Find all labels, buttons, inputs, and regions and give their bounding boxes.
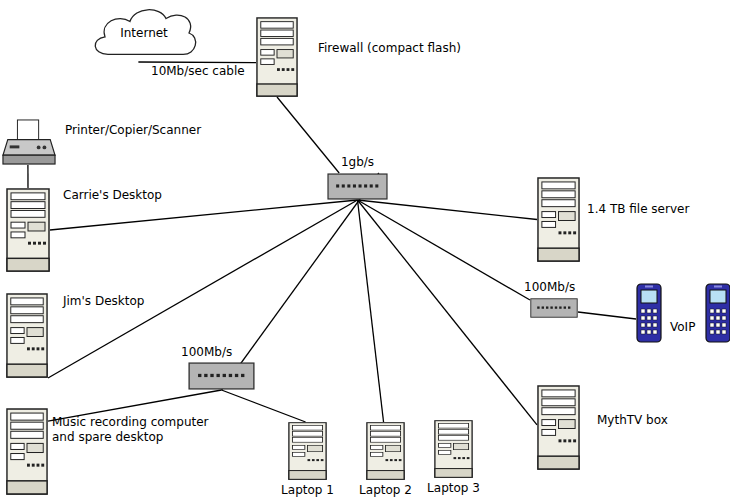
node-label: Internet bbox=[88, 26, 200, 41]
node-label: Carrie's Desktop bbox=[63, 188, 162, 203]
node-label: Laptop 2 bbox=[348, 483, 423, 498]
laptop-computer: Laptop 2 bbox=[366, 422, 405, 480]
laptop-computer: Laptop 1 bbox=[288, 422, 327, 480]
node-label: MythTV box bbox=[597, 413, 668, 428]
network-cable bbox=[50, 200, 358, 230]
network-cable bbox=[138, 61, 256, 63]
node-label: Music recording computer and spare deskt… bbox=[52, 415, 232, 445]
network-cable bbox=[358, 200, 538, 425]
desktop-computer: Jim's Desktop bbox=[6, 293, 48, 378]
node-label: Firewall (compact flash) bbox=[318, 41, 461, 56]
network-switch: 100Mb/s bbox=[530, 298, 578, 318]
voip-phones: VoIP bbox=[636, 283, 730, 343]
mythtv-computer: MythTV box bbox=[537, 385, 580, 470]
network-cable bbox=[222, 173, 379, 390]
node-label: 1gb/s bbox=[327, 155, 388, 170]
network-cable bbox=[48, 200, 358, 378]
network-cable bbox=[358, 200, 384, 422]
file-server: 1.4 TB file server bbox=[537, 177, 580, 262]
node-label: 1.4 TB file server bbox=[587, 202, 689, 217]
node-label: 100Mb/s bbox=[181, 345, 232, 360]
network-cable bbox=[277, 97, 339, 173]
node-label: VoIP bbox=[670, 320, 695, 335]
network-switch: 1gb/s bbox=[327, 173, 388, 200]
desktop-computer: Music recording computer and spare deskt… bbox=[6, 408, 48, 495]
node-label: Laptop 1 bbox=[270, 483, 345, 498]
network-switch: 100Mb/s bbox=[188, 362, 255, 390]
network-cable bbox=[27, 165, 28, 188]
node-label: Laptop 3 bbox=[416, 481, 491, 496]
network-cable bbox=[578, 312, 636, 319]
printer-icon: Printer/Copier/Scanner bbox=[2, 118, 56, 165]
desktop-computer: Carrie's Desktop bbox=[6, 188, 50, 272]
network-cable bbox=[222, 390, 306, 422]
node-label: Printer/Copier/Scanner bbox=[65, 123, 201, 138]
network-cable bbox=[358, 200, 531, 300]
internet-cloud: Internet bbox=[88, 4, 200, 62]
node-label: Jim's Desktop bbox=[63, 294, 144, 309]
node-label: 100Mb/s bbox=[524, 280, 575, 295]
firewall-computer: Firewall (compact flash) bbox=[256, 17, 298, 97]
edge-label: 10Mb/sec cable bbox=[150, 64, 246, 79]
laptop-computer: Laptop 3 bbox=[434, 420, 473, 478]
network-cable bbox=[358, 200, 538, 220]
